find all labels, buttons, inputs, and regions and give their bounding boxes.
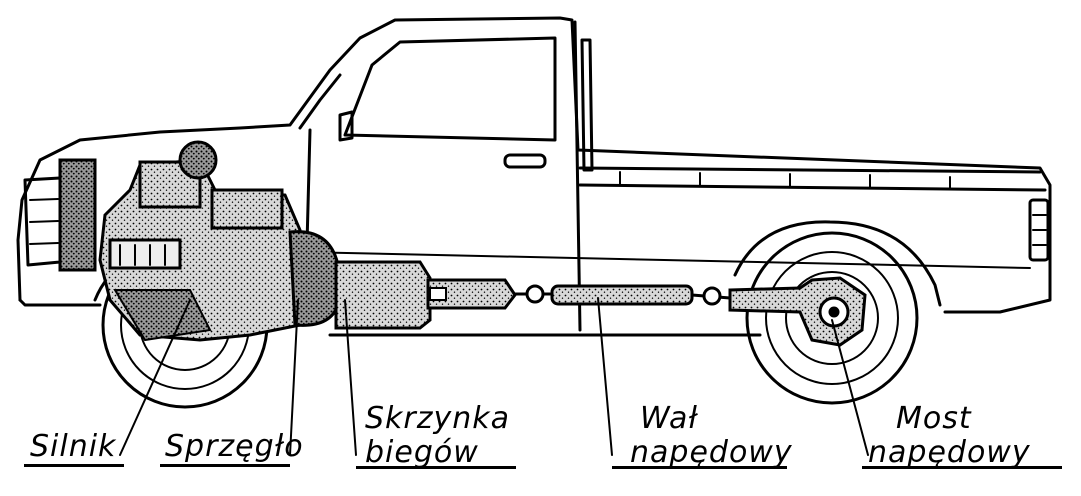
- gearbox-label-line1: Skrzynka: [365, 401, 511, 436]
- axle-label-line1: Most: [896, 401, 972, 436]
- clutch-label: Sprzęgło: [165, 432, 304, 462]
- engine-block: [98, 140, 302, 342]
- rear-wheel: [745, 231, 919, 405]
- engine-leader-line: [119, 299, 191, 456]
- engine-label: Silnik: [30, 432, 116, 462]
- gearbox-label-line2: biegów: [365, 435, 479, 470]
- clutch-label-underline: [160, 464, 290, 467]
- axle-label: Most napędowy: [868, 404, 1031, 468]
- engine-label-underline: [24, 464, 124, 467]
- driveshaft-label-line1: Wał: [640, 401, 699, 436]
- clutch-leader-line: [289, 299, 299, 456]
- axle-label-underline: [862, 466, 1062, 469]
- gearbox-leader-line: [344, 299, 357, 456]
- driveshaft-label-underline: [612, 466, 787, 469]
- gearbox-label-underline: [356, 466, 516, 469]
- clutch-label-text: Sprzęgło: [165, 429, 304, 464]
- gearbox-label: Skrzynka biegów: [365, 404, 510, 468]
- truck-body: [16, 16, 1052, 337]
- engine-label-text: Silnik: [30, 429, 117, 464]
- driveshaft-leader-line: [597, 297, 613, 456]
- drive-shaft: [513, 284, 732, 306]
- axle-label-line2: napędowy: [868, 435, 1031, 470]
- axle-leader-line: [831, 319, 869, 456]
- gearbox: [334, 260, 517, 330]
- leader-lines: [119, 297, 869, 456]
- driveshaft-label-line2: napędowy: [630, 435, 793, 470]
- front-grille: [23, 158, 97, 272]
- driveshaft-label: Wał napędowy: [630, 404, 793, 468]
